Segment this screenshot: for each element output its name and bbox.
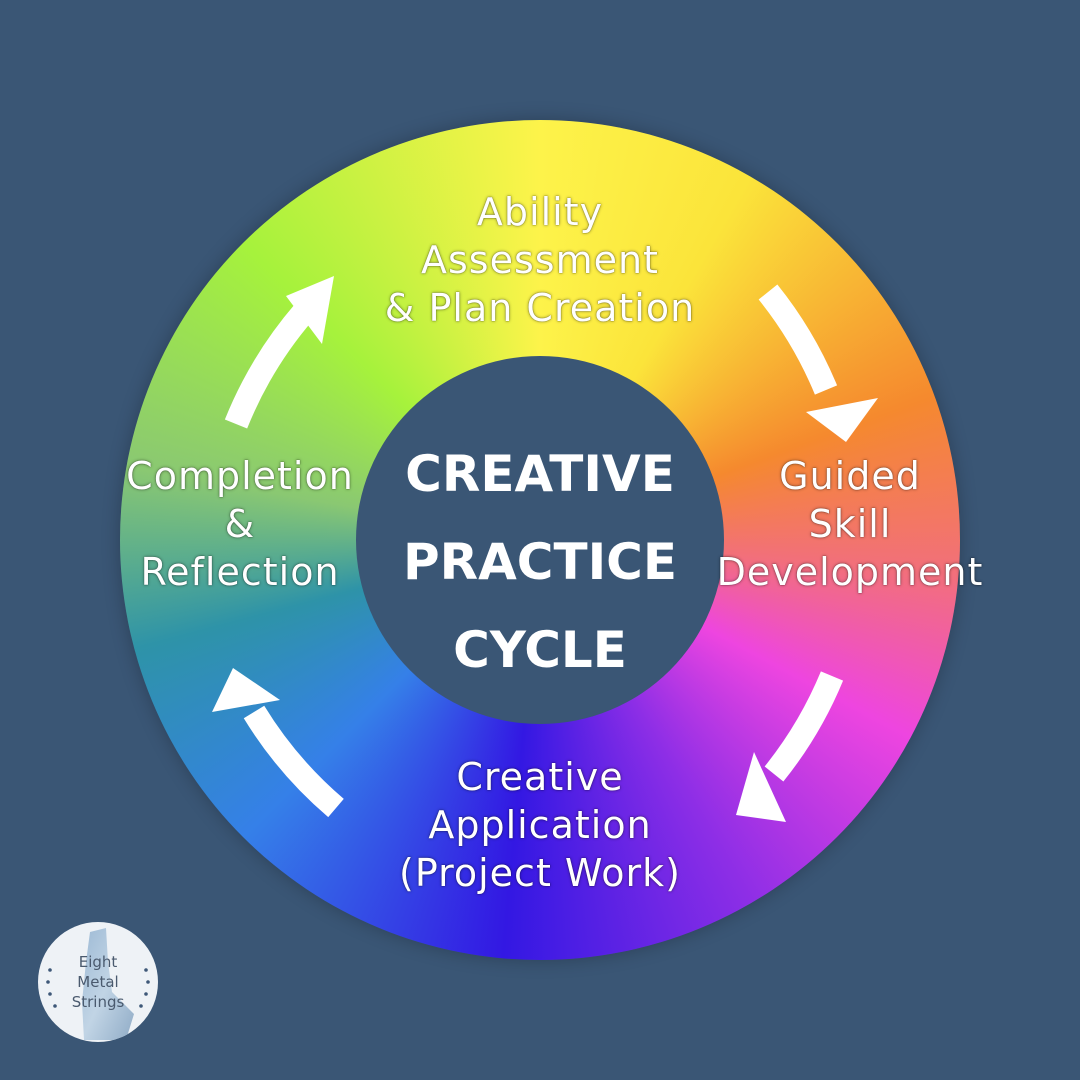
- eight-metal-strings-logo: Eight Metal Strings: [38, 922, 158, 1042]
- stage-completion-reflection: Completion & Reflection: [100, 452, 380, 596]
- cycle-title-line: CYCLE: [453, 621, 627, 679]
- logo-text-line: Strings: [71, 993, 125, 1011]
- stage-label-line: Guided: [779, 454, 921, 498]
- stage-label-line: &: [224, 502, 256, 546]
- stage-label-line: Creative: [456, 755, 624, 799]
- stage-label-line: Completion: [126, 454, 354, 498]
- stage-creative-application: Creative Application (Project Work): [340, 753, 740, 897]
- clockwise-arrow-icon: [224, 276, 334, 429]
- stage-label-line: & Plan Creation: [384, 286, 696, 330]
- clockwise-arrow-icon: [758, 284, 878, 442]
- stage-label-line: Development: [716, 550, 984, 594]
- stage-label-line: Ability: [476, 190, 604, 234]
- stage-label-line: Application: [428, 803, 652, 847]
- logo-text: Eight Metal Strings: [38, 952, 158, 1012]
- metal-shard-icon: [46, 928, 150, 1040]
- logo-text-line: Metal: [77, 973, 119, 991]
- cycle-title: CREATIVE PRACTICE CYCLE: [356, 430, 724, 694]
- cycle-center-disc: [356, 356, 724, 724]
- stage-ability-assessment: Ability Assessment & Plan Creation: [340, 188, 740, 332]
- stage-guided-skill-development: Guided Skill Development: [700, 452, 1000, 596]
- stage-label-line: Assessment: [421, 238, 659, 282]
- stage-label-line: Skill: [808, 502, 892, 546]
- clockwise-arrow-icon: [212, 668, 344, 818]
- stage-label-line: Reflection: [140, 550, 340, 594]
- stage-label-line: (Project Work): [399, 851, 681, 895]
- cycle-title-line: PRACTICE: [402, 533, 678, 591]
- logo-text-line: Eight: [78, 953, 118, 971]
- cycle-title-line: CREATIVE: [405, 445, 675, 503]
- clockwise-arrow-icon: [736, 671, 844, 822]
